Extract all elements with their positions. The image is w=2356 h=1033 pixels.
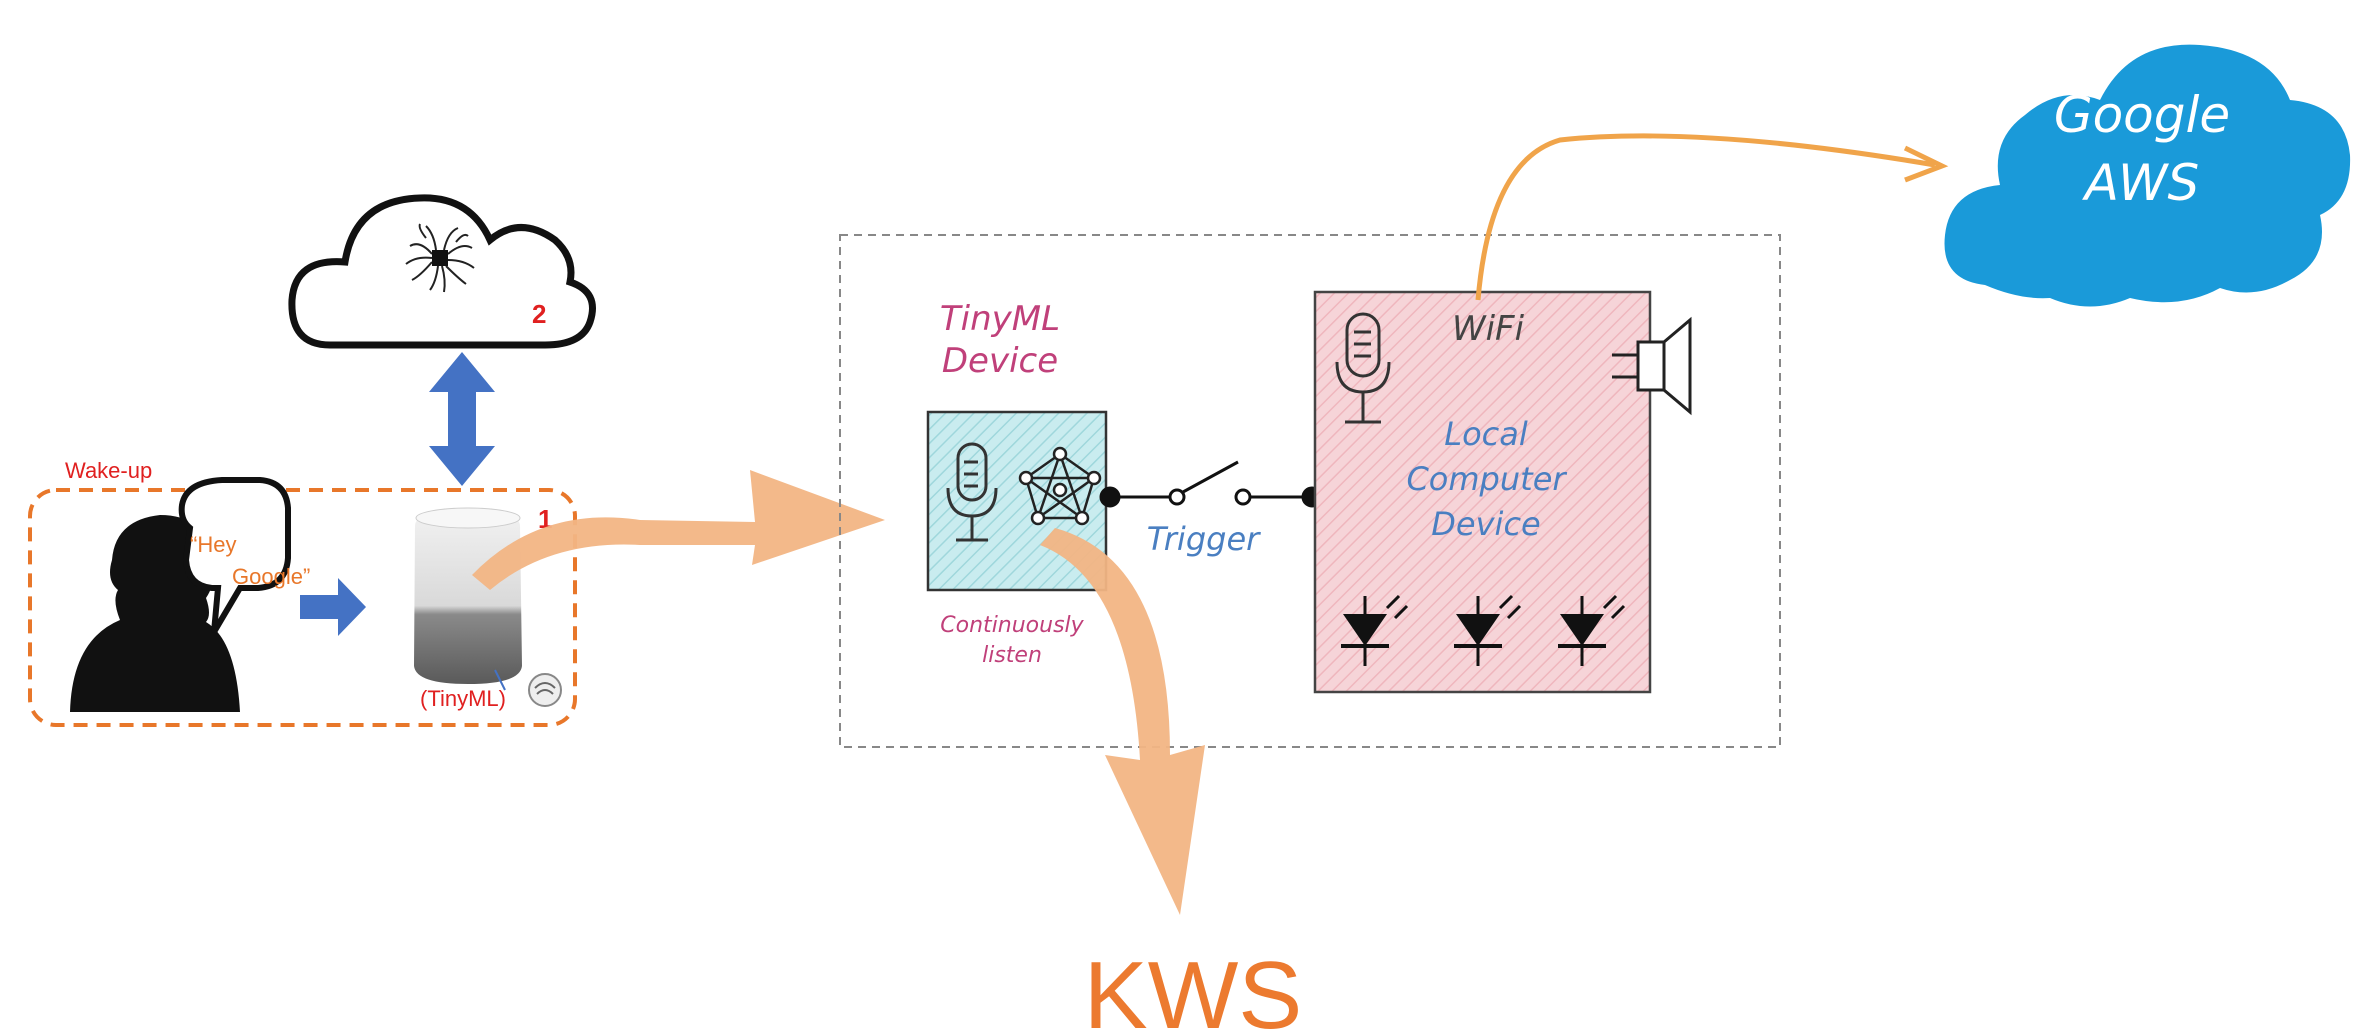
trigger-label: Trigger — [1147, 520, 1261, 558]
kws-label: KWS — [1084, 942, 1303, 1033]
flow-arrow-to-tinyml — [472, 470, 885, 590]
wakeup-label: Wake-up — [65, 458, 152, 483]
brain-chip-icon — [402, 220, 478, 296]
wifi-to-cloud-arrow — [1475, 133, 1936, 301]
speech-to-device-arrow — [300, 578, 366, 636]
tinyml-label: (TinyML) — [420, 686, 506, 711]
wakeup-box — [28, 488, 577, 727]
google-aws-cloud: Google AWS — [1944, 44, 2351, 307]
speaker-icon — [1612, 316, 1692, 416]
local-microphone-icon — [1335, 312, 1391, 424]
wifi-to-cloud-arrowhead — [1903, 145, 1949, 183]
continuously-listen-line2: listen — [982, 643, 1042, 668]
cloud-line-1: Google — [2054, 86, 2230, 144]
tinyml-title-line2: Device — [942, 341, 1058, 381]
led-diode-icon — [1341, 594, 1409, 666]
speech-bubble: “Hey Google” — [178, 477, 310, 634]
local-line1: Local — [1444, 415, 1528, 453]
led-diode-icon — [1454, 594, 1522, 666]
continuously-listen-line1: Continuously — [940, 613, 1084, 638]
speech-line-1: “Hey — [190, 532, 236, 557]
led-diode-icon — [1558, 594, 1626, 666]
left-panel: 2 Wake-up 1 “Hey Google” (TinyML) — [28, 194, 596, 727]
cloud-device-double-arrow — [429, 352, 495, 486]
step-2-number: 2 — [532, 299, 546, 329]
microphone-icon — [946, 442, 998, 542]
neural-network-icon — [1018, 446, 1102, 526]
local-line3: Device — [1431, 505, 1540, 543]
flow-arrow-to-kws — [1040, 528, 1205, 915]
cloud-line-2: AWS — [2082, 154, 2200, 212]
tinyml-title-line1: TinyML — [940, 299, 1060, 339]
speech-line-2: Google” — [232, 564, 310, 589]
tinyml-pointer — [494, 669, 506, 691]
smart-speaker-icon — [414, 507, 522, 684]
trigger-switch — [1099, 460, 1323, 508]
system-box: TinyML Device Continuously listen — [839, 234, 1781, 748]
wifi-label: WiFi — [1452, 309, 1525, 349]
local-line2: Computer — [1406, 460, 1567, 498]
small-brain-icon — [528, 673, 562, 707]
